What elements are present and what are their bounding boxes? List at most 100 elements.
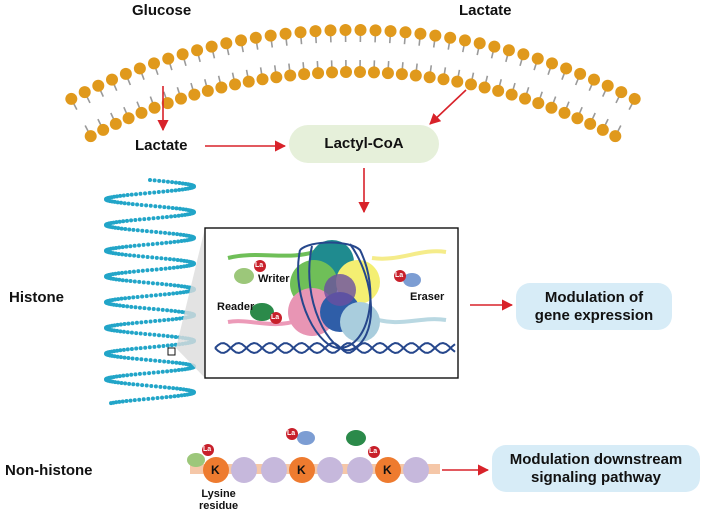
signaling-box bbox=[492, 445, 700, 492]
lipid-head bbox=[423, 71, 436, 84]
bead bbox=[347, 457, 373, 483]
eraser-protein bbox=[403, 273, 421, 287]
lipid-head bbox=[488, 40, 501, 53]
lipid-head bbox=[220, 37, 233, 50]
reader-protein-2 bbox=[346, 430, 366, 446]
gene-expression-line1: Modulation of bbox=[544, 288, 644, 306]
lipid-head bbox=[574, 67, 587, 80]
lactyl-coa-box bbox=[289, 125, 439, 163]
lipid-head bbox=[191, 44, 204, 57]
lipid-head bbox=[399, 26, 412, 39]
gene-expression-line2: gene expression bbox=[534, 306, 654, 324]
lipid-head bbox=[354, 24, 367, 37]
lipid-head bbox=[545, 101, 558, 114]
bead bbox=[403, 457, 429, 483]
lipid-head bbox=[596, 123, 609, 136]
lipid-head bbox=[176, 48, 189, 61]
lipid-head bbox=[309, 25, 322, 38]
lipid-head bbox=[353, 66, 366, 79]
lipid-head bbox=[532, 97, 545, 110]
lipid-head bbox=[242, 75, 255, 88]
lipid-head bbox=[545, 57, 558, 70]
la-mark-eraser: La bbox=[395, 272, 404, 279]
lipid-head bbox=[298, 68, 311, 81]
lipid-head bbox=[478, 81, 491, 94]
lipid-head bbox=[531, 52, 544, 65]
lipid-head bbox=[249, 31, 262, 44]
lipid-head bbox=[367, 66, 380, 79]
lipid-head bbox=[84, 130, 97, 143]
lipid-head bbox=[109, 117, 122, 130]
lipid-head bbox=[458, 34, 471, 47]
lipid-head bbox=[188, 88, 201, 101]
lipid-head bbox=[201, 84, 214, 97]
la-mark-3: La bbox=[369, 448, 378, 455]
bead bbox=[261, 457, 287, 483]
eraser-label: Eraser bbox=[410, 291, 445, 303]
bead bbox=[231, 457, 257, 483]
lysine-line2: residue bbox=[199, 500, 239, 512]
lipid-head bbox=[519, 92, 532, 105]
lipid-head bbox=[174, 92, 187, 105]
lactate-to-lactylcoa-arrow bbox=[429, 89, 467, 125]
lipid-head bbox=[451, 75, 464, 88]
la-badge bbox=[202, 444, 214, 456]
lipid-head bbox=[601, 79, 614, 92]
non-histone-label: Non-histone bbox=[5, 462, 93, 479]
lipid-head bbox=[256, 73, 269, 86]
la-mark-1: La bbox=[203, 446, 212, 453]
lipid-head bbox=[339, 24, 352, 37]
lipid-head bbox=[326, 66, 339, 79]
lipid-head bbox=[229, 78, 242, 91]
lipid-head bbox=[161, 97, 174, 110]
dna-helix bbox=[214, 341, 456, 355]
lactyl-coa-label: Lactyl-CoA bbox=[324, 135, 404, 152]
reader-protein bbox=[250, 303, 274, 321]
lipid-head bbox=[381, 67, 394, 80]
lipid-head bbox=[148, 57, 161, 70]
lipid-head bbox=[444, 31, 457, 44]
glucose-label: Glucose bbox=[132, 2, 192, 19]
signaling-text: Modulation downstream signaling pathway bbox=[492, 445, 700, 492]
lipid-head bbox=[409, 69, 422, 82]
lipid-head bbox=[502, 44, 515, 57]
writer-label: Writer bbox=[258, 273, 290, 285]
cell-membrane bbox=[65, 24, 641, 143]
zoom-square bbox=[167, 347, 176, 356]
arrows bbox=[157, 86, 514, 476]
lipid-head bbox=[135, 106, 148, 119]
la-mark-writer: La bbox=[255, 262, 264, 269]
bead bbox=[317, 457, 343, 483]
lipid-head bbox=[324, 24, 337, 37]
lipid-head bbox=[294, 26, 307, 39]
chromatin-coil bbox=[104, 178, 196, 406]
la-badge bbox=[286, 428, 298, 440]
la-badge bbox=[368, 446, 380, 458]
lipid-head bbox=[264, 29, 277, 42]
lipid-head bbox=[517, 48, 530, 61]
nonhistone-chain bbox=[187, 428, 440, 483]
zoom-wedge bbox=[176, 228, 205, 378]
lipid-head bbox=[558, 106, 571, 119]
yellow-tail bbox=[371, 249, 447, 261]
lipid-head bbox=[560, 62, 573, 75]
lipid-head bbox=[584, 117, 597, 130]
lactate-top-label: Lactate bbox=[459, 2, 512, 19]
lipid-head bbox=[384, 25, 397, 38]
gene-expression-text: Modulation of gene expression bbox=[516, 283, 672, 330]
la-mark-reader: La bbox=[271, 314, 280, 321]
eraser-protein-2 bbox=[297, 431, 315, 445]
lipid-head bbox=[628, 92, 641, 105]
signaling-line2: signaling pathway bbox=[530, 468, 662, 486]
lipid-head bbox=[235, 34, 248, 47]
k-mark-3: K bbox=[383, 463, 392, 477]
lipid-head bbox=[464, 78, 477, 91]
gene-expression-box bbox=[516, 283, 672, 330]
lipid-head bbox=[284, 69, 297, 82]
lipid-head bbox=[429, 29, 442, 42]
lysine-1 bbox=[203, 457, 229, 483]
lipid-head bbox=[615, 86, 628, 99]
lipid-head bbox=[92, 79, 105, 92]
lysine-3 bbox=[375, 457, 401, 483]
